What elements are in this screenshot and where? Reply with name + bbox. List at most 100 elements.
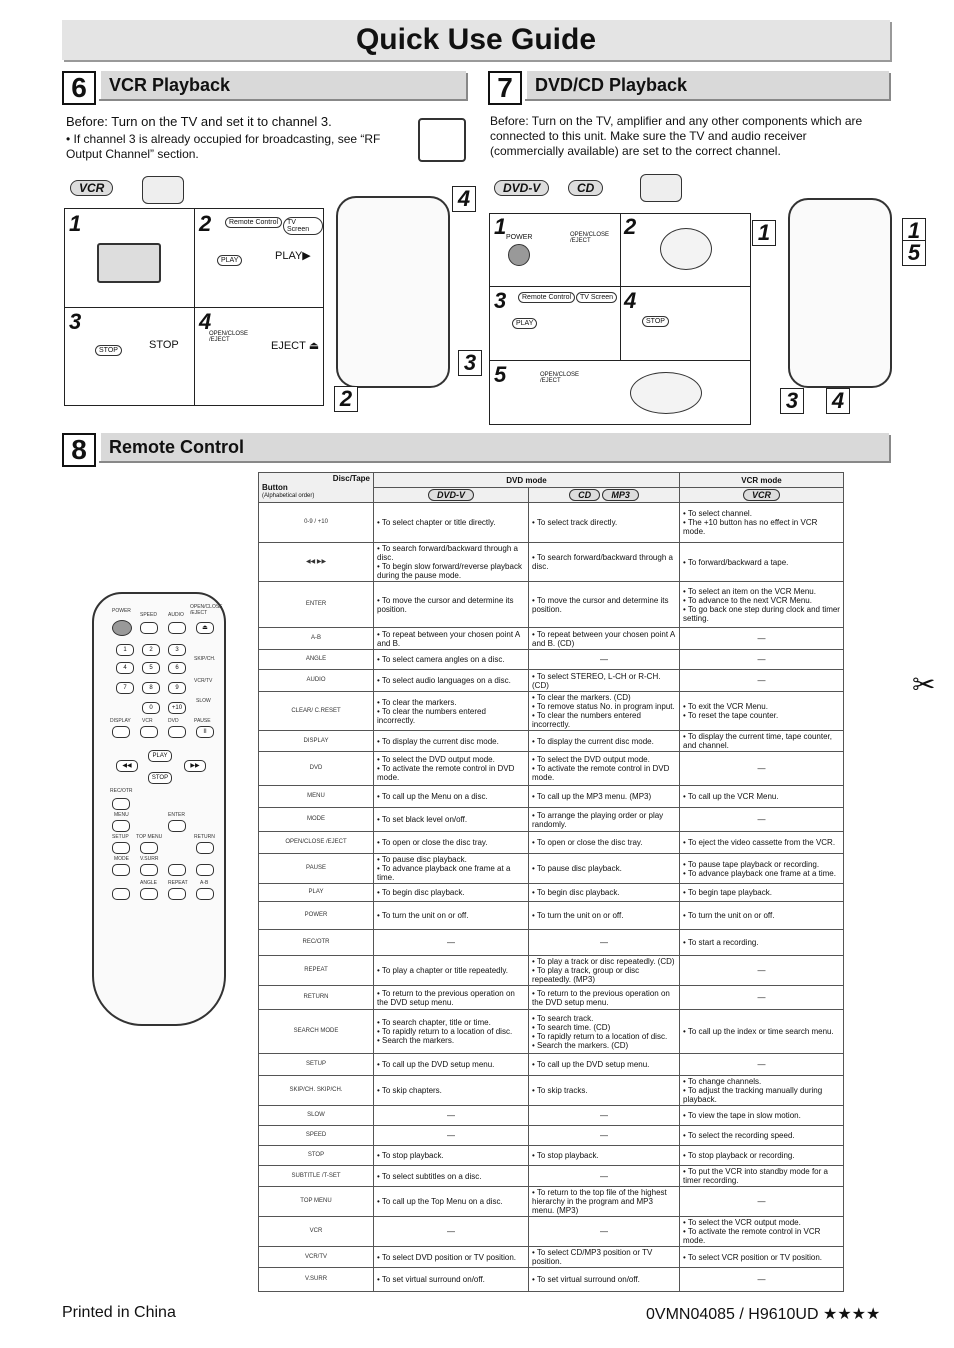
remote-play-button[interactable]: PLAY [148,750,172,762]
remote-rewind-button[interactable]: ◀◀ [116,760,138,772]
remote-repeat-button[interactable] [168,888,186,900]
table-cell-button: MODE [258,807,374,832]
remote-vcr-button[interactable] [140,726,158,738]
table-cell-cd: • To search track. • To search time. (CD… [528,1009,680,1054]
table-row: OPEN/CLOSE /EJECT• To open or close the … [258,831,844,854]
table-cell-button: A-B [258,627,374,650]
remote-ffwd-button[interactable]: ▶▶ [184,760,206,772]
disc-eject-illustration [630,372,702,414]
section-6-number: 6 [62,71,96,105]
table-cell-cd: • To return to the top file of the highe… [528,1186,680,1217]
remote-digit-9[interactable]: 9 [168,682,186,694]
table-cell-vcr: • To select the VCR output mode. • To ac… [679,1216,844,1247]
remote-angle-button[interactable] [140,888,158,900]
table-cell-button: CLEAR/ C.RESET [258,691,374,731]
remote-digit-5[interactable]: 5 [142,662,160,674]
table-row: REC/OTR——• To start a recording. [258,929,844,956]
table-cell-dvd: • To clear the markers. • To clear the n… [373,691,529,731]
table-row: TOP MENU• To call up the Top Menu on a d… [258,1186,844,1217]
remote-digit-0[interactable]: 0 [142,702,160,714]
remote-pause-button[interactable]: II [196,726,214,738]
section-6-header: VCR Playback [97,71,466,99]
remote-topmenu-button[interactable] [140,842,158,854]
remote-mode-button[interactable] [112,864,130,876]
table-row: VCR/TV• To select DVD position or TV pos… [258,1246,844,1268]
table-cell-button: TOP MENU [258,1186,374,1217]
table-cell-dvd: • To set virtual surround on/off. [373,1267,529,1292]
table-cell-dvd: • To select audio languages on a disc. [373,669,529,692]
table-cell-vcr: — [679,669,844,692]
table-row: SUBTITLE /T-SET• To select subtitles on … [258,1165,844,1187]
play-screen-text: PLAY▶ [275,250,311,262]
table-cell-button: VCR [258,1216,374,1247]
table-cell-button: ENTER [258,581,374,628]
table-row: ◀◀ ▶▶• To search forward/backward throug… [258,542,844,582]
table-cell-vcr: — [679,1053,844,1076]
remote-speed-button[interactable] [140,622,158,634]
table-cell-cd: • To select track directly. [528,502,680,543]
remote-dvd-button[interactable] [168,726,186,738]
table-cell-vcr: • To select channel. • The +10 button ha… [679,502,844,543]
table-cell-vcr: • To forward/backward a tape. [679,542,844,582]
remote-menu-button[interactable] [112,820,130,832]
vcr-remote-illustration [336,196,450,388]
remote-digit-2[interactable]: 2 [142,644,160,656]
remote-rec-button[interactable] [112,798,130,810]
remote-plus10[interactable]: +10 [168,702,186,714]
remote-display-button[interactable] [112,726,130,738]
vcr-callout-2: 2 [334,386,358,412]
table-cell-button: DISPLAY [258,730,374,752]
table-cell-cd: • To move the cursor and determine its p… [528,581,680,628]
table-row: RETURN• To return to the previous operat… [258,985,844,1010]
remote-stop-button[interactable]: STOP [148,772,172,784]
table-cell-dvd: • To select the DVD output mode. • To ac… [373,751,529,786]
table-cell-vcr: • To select the recording speed. [679,1125,844,1146]
table-cell-vcr: — [679,1267,844,1292]
table-cell-cd: — [528,1216,680,1247]
table-row: DVD• To select the DVD output mode. • To… [258,751,844,786]
table-cell-dvd: • To select camera angles on a disc. [373,649,529,670]
table-row: ENTER • To move the cursor and determine … [258,581,844,628]
vcr-step-1-number: 1 [69,211,82,236]
table-cell-cd: — [528,1165,680,1187]
remote-search-button[interactable] [168,864,186,876]
remote-digit-4[interactable]: 4 [116,662,134,674]
remote-subtitle-button[interactable] [112,888,130,900]
remote-digit-8[interactable]: 8 [142,682,160,694]
table-cell-cd: — [528,929,680,956]
remote-digit-1[interactable]: 1 [116,644,134,656]
remote-setup-button[interactable] [112,842,130,854]
remote-digit-6[interactable]: 6 [168,662,186,674]
table-cell-cd: • To repeat between your chosen point A … [528,627,680,650]
table-row: MODE• To set black level on/off.• To arr… [258,807,844,832]
remote-digit-3[interactable]: 3 [168,644,186,656]
table-cell-vcr: • To display the current time, tape coun… [679,730,844,752]
dvd-callout-1-left: 1 [752,220,776,246]
remote-vsurr-button[interactable] [140,864,158,876]
dvd-remote-illustration [788,198,892,388]
table-cell-vcr: — [679,649,844,670]
play-button-illustration: PLAY [217,255,243,266]
section-7-title: DVD/CD Playback [535,75,688,95]
remote-enter-button[interactable] [168,820,186,832]
table-cell-vcr: — [679,751,844,786]
remote-eject-button[interactable]: ⏏ [196,622,214,634]
remote-digit-7[interactable]: 7 [116,682,134,694]
table-cell-vcr: — [679,807,844,832]
remote-ab-button[interactable] [196,888,214,900]
remote-audio-button[interactable] [168,622,186,634]
table-cell-button: AUDIO [258,669,374,692]
remote-return-button[interactable] [196,842,214,854]
tv-icon [418,118,466,162]
remote-clear-button[interactable] [196,864,214,876]
table-cell-dvd: • To skip chapters. [373,1075,529,1106]
table-cell-button: SKIP/CH. SKIP/CH. [258,1075,374,1106]
table-row: AUDIO• To select audio languages on a di… [258,669,844,692]
dvd-tv-screen-label: TV Screen [576,292,618,303]
table-row: VCR——• To select the VCR output mode. • … [258,1216,844,1247]
remote-power-button[interactable] [112,620,132,636]
vcr-callout-3: 3 [458,350,482,376]
table-cell-dvd: • To call up the Menu on a disc. [373,785,529,808]
table-cell-cd: — [528,649,680,670]
table-row: DISPLAY• To display the current disc mod… [258,730,844,752]
